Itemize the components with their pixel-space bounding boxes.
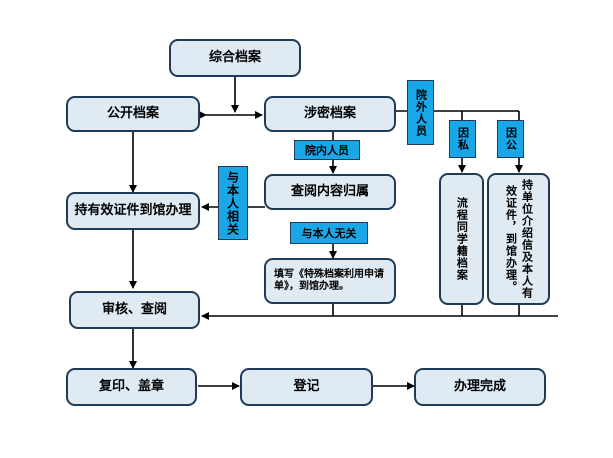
node-done: 办理完成 bbox=[414, 368, 546, 406]
node-register: 登记 bbox=[240, 368, 373, 406]
tag-official: 因公 bbox=[497, 120, 524, 158]
tag-internal: 院内人员 bbox=[294, 140, 360, 160]
node-check-ownership: 查阅内容归属 bbox=[264, 174, 396, 210]
node-letter-holder: 持单位介绍信及本人有效证件，到馆办理。 bbox=[487, 173, 550, 305]
tag-unrelated-self: 与本人无关 bbox=[290, 222, 368, 244]
node-copy-stamp: 复印、盖章 bbox=[66, 368, 197, 406]
tag-external: 院外人员 bbox=[407, 80, 434, 145]
node-valid-id: 持有效证件到馆办理 bbox=[66, 192, 200, 230]
node-special-form: 填写《特殊档案利用申请单》，到馆办理。 bbox=[264, 258, 396, 304]
tag-related-self: 与本人相关 bbox=[218, 166, 248, 240]
node-classified-archives: 涉密档案 bbox=[264, 96, 396, 132]
node-review: 审核、查阅 bbox=[69, 291, 200, 329]
node-comprehensive-archives: 综合档案 bbox=[169, 39, 301, 77]
tag-private: 因私 bbox=[449, 120, 476, 158]
node-flow-students: 流程同学籍档案 bbox=[439, 173, 484, 305]
node-public-archives: 公开档案 bbox=[66, 96, 200, 132]
